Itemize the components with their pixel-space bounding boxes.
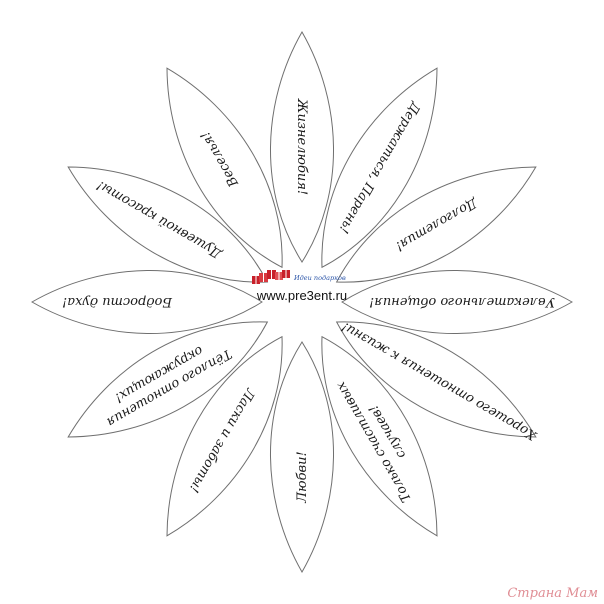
- petal-outline: [335, 321, 537, 438]
- petal-label-line: Любви!: [295, 451, 310, 503]
- petal-outline: [321, 335, 438, 537]
- petal-outline: [341, 270, 574, 334]
- watermark: Страна Мам: [507, 586, 598, 601]
- logo-caption: Идеи подарков: [293, 274, 346, 282]
- petal-outline: [270, 341, 334, 574]
- petal-outline: [270, 30, 334, 263]
- petal-3: Долголетия!: [335, 166, 537, 283]
- petal-outline: [30, 270, 263, 334]
- petal-label: Увлекательного общения!: [369, 295, 555, 310]
- petal-outline: [321, 67, 438, 269]
- petal-label-line: Бодрости духа!: [62, 295, 173, 310]
- petal-4: Увлекательного общения!: [341, 270, 574, 334]
- gift-boxes-icon: [252, 270, 290, 284]
- petal-outline: [67, 321, 269, 438]
- petal-label: Жизнелюбия!: [295, 98, 310, 195]
- petal-outline: [67, 166, 269, 283]
- petal-label-line: Увлекательного общения!: [369, 295, 555, 310]
- center-logo: Идеи подарков: [252, 270, 346, 284]
- site-url: www.pre3ent.ru: [256, 288, 347, 303]
- petal-label-line: Жизнелюбия!: [295, 98, 310, 195]
- petal-outline: [166, 335, 283, 537]
- petal-7: Любви!: [270, 341, 334, 574]
- petal-outline: [335, 166, 537, 283]
- petal-12: Веселья!: [166, 67, 283, 269]
- petal-10: Бодрости духа!: [30, 270, 263, 334]
- petal-label: Любви!: [295, 451, 310, 503]
- petal-label: Бодрости духа!: [62, 295, 173, 310]
- petal-1: Жизнелюбия!: [270, 30, 334, 263]
- petal-outline: [166, 67, 283, 269]
